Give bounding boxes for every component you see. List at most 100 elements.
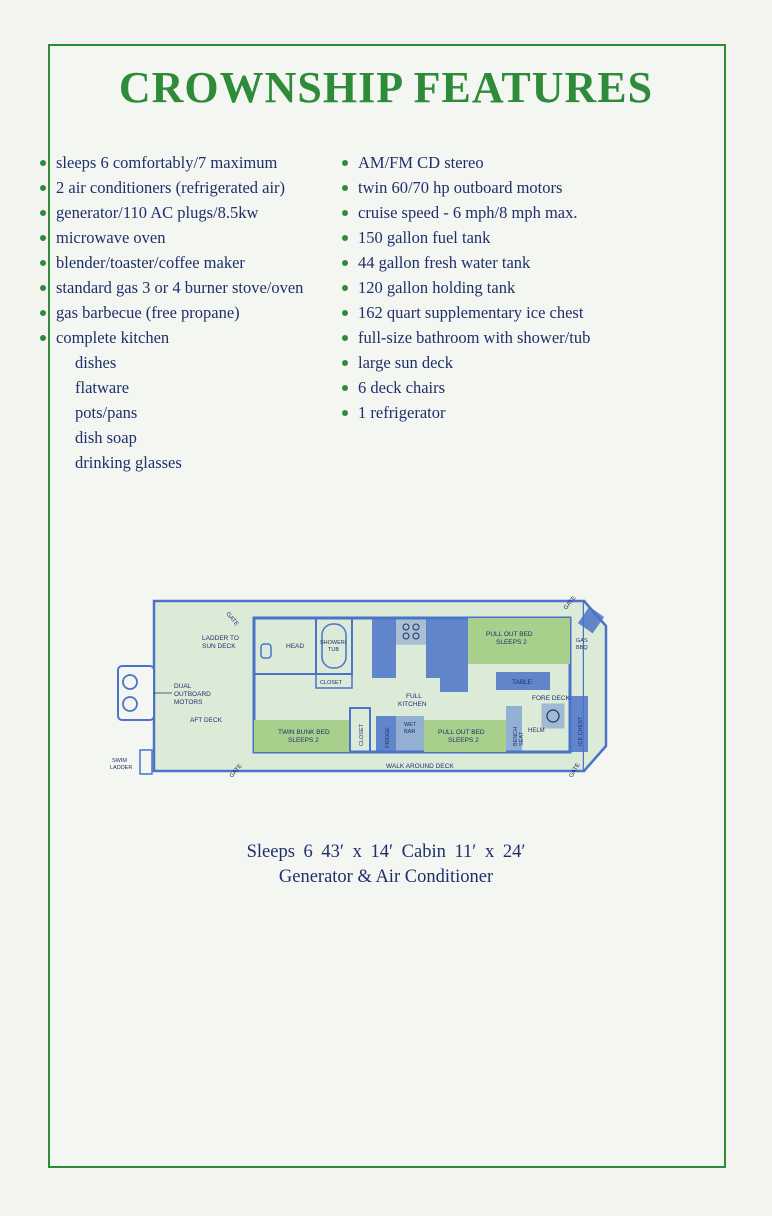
floor-plan: GATE LADDER TO SUN DECK HEAD SHOWER/ TUB… xyxy=(110,596,608,779)
bullet-icon xyxy=(40,335,46,341)
feature-right-item-text: AM/FM CD stereo xyxy=(358,153,484,172)
feature-right-item-text: 1 refrigerator xyxy=(358,403,446,422)
feature-right-item: 44 gallon fresh water tank xyxy=(340,250,660,275)
label-bench-seat: BENCH xyxy=(513,727,519,746)
helm-wheel-icon xyxy=(546,709,560,723)
ice-chest xyxy=(570,696,588,752)
feature-left-item: dishes xyxy=(38,350,338,375)
bullet-icon xyxy=(342,335,348,341)
label-shower: TUB xyxy=(328,647,339,653)
feature-left-item-text: dish soap xyxy=(75,428,137,447)
page-title: CROWNSHIP FEATURES xyxy=(118,63,654,112)
feature-right-item-text: large sun deck xyxy=(358,353,453,372)
bullet-icon xyxy=(40,235,46,241)
label-pull-out-top: SLEEPS 2 xyxy=(496,639,527,646)
label-motors: DUAL xyxy=(174,683,192,690)
feature-left-item-text: flatware xyxy=(75,378,130,397)
helm-console xyxy=(541,703,565,729)
bullet-icon xyxy=(40,185,46,191)
label-twin-bunk: TWIN BUNK BED xyxy=(278,729,330,736)
label-head: HEAD xyxy=(286,643,304,650)
label-ladder: SUN DECK xyxy=(202,643,236,650)
label-gas-bbq: BBQ xyxy=(576,645,588,651)
caption-dimensions: Sleeps 6 43′ x 14′ Cabin 11′ x 24′ xyxy=(246,842,526,862)
label-walk-around-deck: WALK AROUND DECK xyxy=(386,763,454,770)
bullet-icon xyxy=(40,160,46,166)
feature-left-item-text: sleeps 6 comfortably/7 maximum xyxy=(56,153,278,172)
feature-right-item: 162 quart supplementary ice chest xyxy=(340,300,660,325)
feature-left-item: 2 air conditioners (refrigerated air) xyxy=(38,175,338,200)
feature-right-item: 120 gallon holding tank xyxy=(340,275,660,300)
pull-out-bed-bottom xyxy=(424,720,506,752)
label-ice-chest: ICE CHEST xyxy=(578,716,584,746)
label-table: TABLE xyxy=(512,679,533,686)
label-swim-ladder: LADDER xyxy=(110,765,132,771)
feature-left-item: complete kitchen xyxy=(38,325,338,350)
label-fore-deck: FORE DECK xyxy=(532,695,571,702)
label-bench-seat: SEAT xyxy=(519,731,525,746)
label-ladder: LADDER TO xyxy=(202,635,239,642)
label-fridge: FRIDGE xyxy=(385,727,391,748)
feature-left-item-text: microwave oven xyxy=(56,228,166,247)
label-kitchen: KITCHEN xyxy=(398,701,427,708)
fridge xyxy=(376,716,396,752)
stove xyxy=(395,617,427,645)
feature-right-item-text: 120 gallon holding tank xyxy=(358,278,516,297)
bullet-icon xyxy=(40,260,46,266)
bullet-icon xyxy=(40,310,46,316)
motor-icon xyxy=(122,674,138,690)
bullet-icon xyxy=(342,185,348,191)
feature-left-item: flatware xyxy=(38,375,338,400)
feature-left-item: microwave oven xyxy=(38,225,338,250)
bullet-icon xyxy=(342,310,348,316)
burner-icon xyxy=(412,632,420,640)
feature-left-item-text: complete kitchen xyxy=(56,328,170,347)
gas-bbq xyxy=(577,606,605,634)
kitchen-counter xyxy=(426,618,440,678)
feature-right-item-text: full-size bathroom with shower/tub xyxy=(358,328,591,347)
pull-out-bed-top xyxy=(468,618,570,664)
feature-right-item: cruise speed - 6 mph/8 mph max. xyxy=(340,200,660,225)
feature-left-item: blender/toaster/coffee maker xyxy=(38,250,338,275)
feature-right-item-text: twin 60/70 hp outboard motors xyxy=(358,178,563,197)
feature-right-item-text: 162 quart supplementary ice chest xyxy=(358,303,584,322)
bench-seat xyxy=(506,706,522,752)
bullet-icon xyxy=(342,360,348,366)
tub-icon xyxy=(321,623,347,669)
closet-bottom xyxy=(349,707,371,753)
feature-left-item-text: pots/pans xyxy=(75,403,138,422)
label-aft-deck: AFT DECK xyxy=(190,717,223,724)
label-wet-bar: BAR xyxy=(404,729,415,735)
label-motors: OUTBOARD xyxy=(174,691,211,698)
feature-right-item: 150 gallon fuel tank xyxy=(340,225,660,250)
caption-equipment: Generator & Air Conditioner xyxy=(278,867,494,887)
feature-right-item-text: cruise speed - 6 mph/8 mph max. xyxy=(358,203,578,222)
bullet-icon xyxy=(342,235,348,241)
feature-left-item: sleeps 6 comfortably/7 maximum xyxy=(38,150,338,175)
label-pull-out-top: PULL OUT BED xyxy=(486,631,533,638)
feature-left-item: standard gas 3 or 4 burner stove/oven xyxy=(38,275,338,300)
label-closet: CLOSET xyxy=(320,680,343,686)
label-shower: SHOWER/ xyxy=(320,640,347,646)
label-helm: HELM xyxy=(528,728,545,734)
kitchen-cabinet xyxy=(440,618,468,692)
bullet-icon xyxy=(342,410,348,416)
feature-right-item: 1 refrigerator xyxy=(340,400,660,425)
label-pull-out-bottom: PULL OUT BED xyxy=(438,729,485,736)
feature-left-item: dish soap xyxy=(38,425,338,450)
feature-left-item: gas barbecue (free propane) xyxy=(38,300,338,325)
label-twin-bunk: SLEEPS 2 xyxy=(288,737,319,744)
feature-right-item-text: 44 gallon fresh water tank xyxy=(358,253,531,272)
features-list-right: AM/FM CD stereo twin 60/70 hp outboard mo… xyxy=(340,150,660,425)
feature-right-item-text: 150 gallon fuel tank xyxy=(358,228,491,247)
burner-icon xyxy=(402,623,410,631)
wet-bar xyxy=(396,716,424,752)
label-motors: MOTORS xyxy=(174,699,203,706)
label-gas-bbq: GAS xyxy=(576,638,588,644)
table xyxy=(496,672,550,690)
bullet-icon xyxy=(40,210,46,216)
bullet-icon xyxy=(342,385,348,391)
burner-icon xyxy=(412,623,420,631)
feature-right-item: twin 60/70 hp outboard motors xyxy=(340,175,660,200)
feature-right-item: AM/FM CD stereo xyxy=(340,150,660,175)
